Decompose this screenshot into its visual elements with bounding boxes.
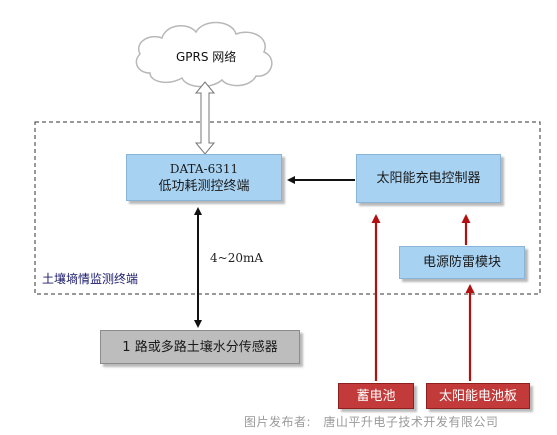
terminal-boundary-label: 土壤墒情监测终端 [42,272,139,286]
data6311-description: 低功耗测控终端 [158,178,250,194]
credit-name: 唐山平升电子技术开发有限公司 [323,415,499,429]
gprs-cloud [135,21,273,88]
solar-charge-controller-box: 太阳能充电控制器 [356,154,501,203]
gprs-link-arrow [194,81,216,155]
credit-prefix: 图片发布者: [244,415,312,429]
gprs-network-label: GPRS 网络 [176,50,237,64]
soil-moisture-sensor-box: 1 路或多路土壤水分传感器 [100,330,300,364]
data6311-terminal-box: DATA-6311 低功耗测控终端 [126,154,282,201]
terminal-boundary [34,121,541,295]
lightning-protection-module-box: 电源防雷模块 [399,246,525,279]
data6311-model: DATA-6311 [169,161,239,176]
soil-moisture-sensor-label: 1 路或多路土壤水分传感器 [122,339,278,355]
battery-box: 蓄电池 [338,383,414,409]
solar-panel-label: 太阳能电池板 [438,388,517,404]
battery-label: 蓄电池 [356,388,396,404]
lightning-protection-module-label: 电源防雷模块 [422,255,501,270]
image-credit: 图片发布者: 唐山平升电子技术开发有限公司 [244,413,498,430]
signal-label: 4~20mA [210,251,264,265]
solar-panel-box: 太阳能电池板 [426,383,530,409]
solar-charge-controller-label: 太阳能充电控制器 [376,171,481,186]
